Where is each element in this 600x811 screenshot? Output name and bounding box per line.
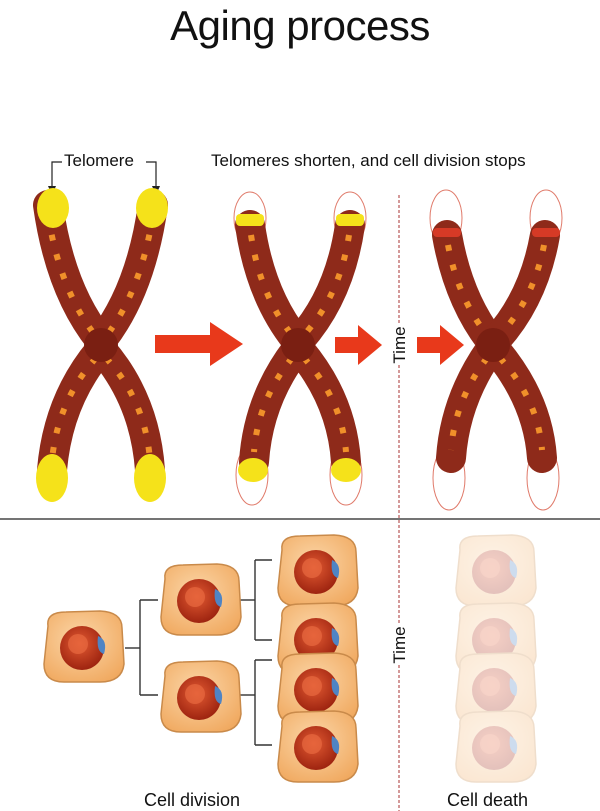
- cell-generation-2: [160, 660, 242, 733]
- cell-generation-3: [277, 534, 359, 607]
- cell-generation-3: [277, 710, 359, 783]
- chromatid-lower-left: [37, 335, 115, 485]
- telomere-cap: [36, 454, 68, 502]
- telomere-cap: [136, 188, 168, 228]
- telomere-pointer: [51, 161, 157, 190]
- centromere: [84, 328, 118, 362]
- chromatid-upper-left: [432, 220, 505, 355]
- cell-generation-2: [160, 563, 242, 636]
- cell-generation-1: [43, 610, 125, 683]
- telomere-cap: [37, 188, 69, 228]
- cell-death-caption: Cell death: [447, 790, 529, 810]
- progress-arrow: [417, 325, 464, 365]
- chromatid-lower-right: [285, 335, 361, 477]
- centromere: [476, 328, 510, 362]
- progress-arrow: [335, 325, 382, 365]
- cell-division-caption: Cell division: [144, 790, 241, 810]
- chromosome-young: [33, 188, 168, 502]
- chromatid-lower-right: [87, 335, 165, 485]
- chromatid-upper-right: [285, 210, 365, 355]
- chromosome-aging: [233, 191, 367, 506]
- time-label-top: Time: [390, 325, 410, 365]
- cell-tree-lines: [125, 559, 272, 746]
- telomere-shorten-label: Telomeres shorten, and cell division sto…: [211, 151, 526, 170]
- time-label-bottom: Time: [390, 625, 410, 665]
- telomere-cap: [336, 214, 364, 226]
- progress-arrow: [155, 322, 243, 366]
- dead-cells: [455, 534, 537, 783]
- page-title: Aging process: [170, 2, 430, 49]
- telomere-cap: [238, 458, 268, 482]
- telomere-cap: [331, 458, 361, 482]
- chromatid-lower-right: [481, 335, 557, 473]
- chromatid-lower-left: [436, 335, 505, 473]
- telomere-cap-short: [433, 228, 461, 237]
- chromatid-upper-left: [235, 210, 311, 355]
- telomere-cap: [236, 214, 264, 226]
- chromatid-lower-left: [239, 335, 311, 477]
- telomere-cap-short: [532, 228, 560, 237]
- telomere-cap: [134, 454, 166, 502]
- centromere: [281, 328, 315, 362]
- telomere-label: Telomere: [64, 151, 134, 170]
- chromosome-senescent: [429, 189, 563, 511]
- chromatid-upper-right: [481, 220, 560, 355]
